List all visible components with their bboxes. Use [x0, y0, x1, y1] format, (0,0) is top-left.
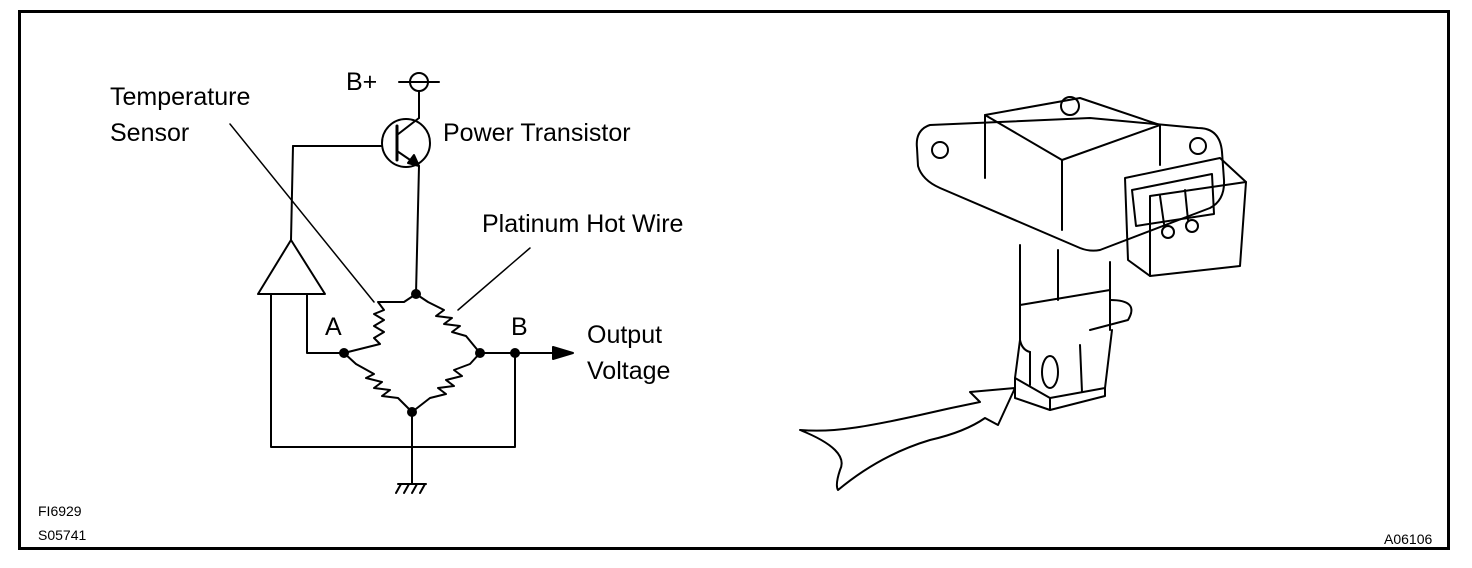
- b-plus-terminal: [398, 72, 440, 113]
- figure-frame: [18, 10, 1450, 550]
- node-a-label: A: [325, 313, 342, 341]
- output-label-line2: Voltage: [587, 357, 671, 385]
- b-plus-label: B+: [346, 68, 378, 96]
- output-label-line1: Output: [587, 321, 663, 349]
- emitter-wire: [415, 165, 420, 295]
- junction-dots: [339, 289, 520, 417]
- output-arrow: [552, 346, 574, 360]
- figure-code-1: FI6929: [38, 503, 82, 519]
- hot-wire-leader: [457, 247, 531, 311]
- figure-code-3: A06106: [1384, 531, 1433, 547]
- bridge-resistors: [343, 293, 481, 413]
- figure-code-2: S05741: [38, 527, 87, 543]
- mass-airflow-sensor-illustration: [799, 96, 1247, 491]
- ground-symbol: [395, 411, 427, 494]
- node-b-label: B: [511, 313, 528, 341]
- amplifier-symbol: [257, 145, 516, 448]
- power-transistor-symbol: [292, 111, 431, 168]
- power-transistor-label: Power Transistor: [443, 119, 631, 147]
- temperature-sensor-label-line2: Sensor: [110, 119, 190, 147]
- platinum-hot-wire-label: Platinum Hot Wire: [482, 210, 684, 238]
- temperature-sensor-leader: [229, 123, 375, 303]
- temperature-sensor-label-line1: Temperature: [110, 83, 251, 111]
